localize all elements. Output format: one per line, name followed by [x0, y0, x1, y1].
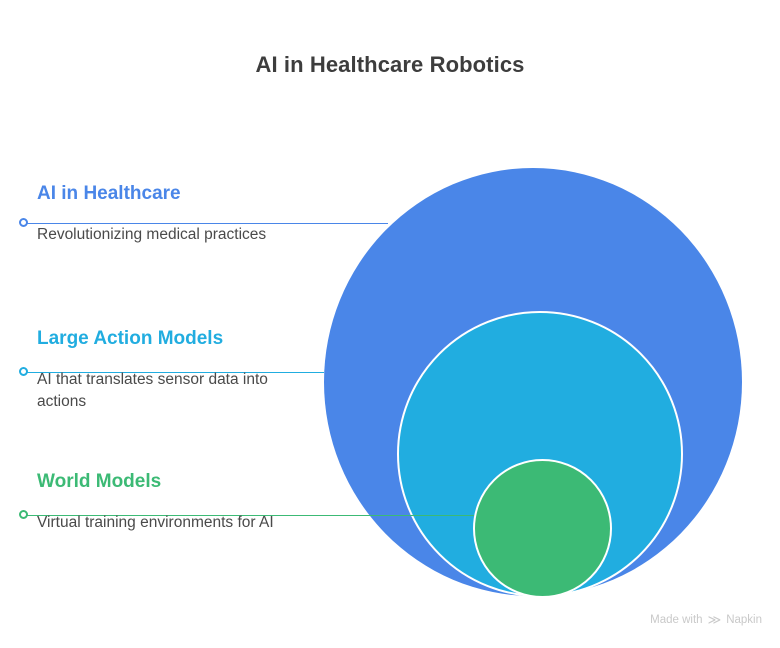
watermark-text: Made with: [650, 613, 703, 626]
label-heading-ai-in-healthcare: AI in Healthcare: [37, 183, 181, 204]
label-description-ai-in-healthcare: Revolutionizing medical practices: [37, 225, 267, 243]
watermark: Made with ≫ Napkin: [650, 613, 762, 626]
label-heading-world-models: World Models: [37, 471, 162, 492]
connector-line-world-models: [26, 515, 474, 516]
page-title: AI in Healthcare Robotics: [255, 52, 525, 77]
connector-line-ai-in-healthcare: [26, 223, 388, 224]
connector-line-large-action-models: [26, 372, 324, 373]
label-block-large-action-models: Large Action Models AI that translates s…: [37, 328, 307, 414]
label-block-world-models: World Models Virtual training environmen…: [37, 471, 307, 534]
connector-marker-large-action-models: [19, 367, 28, 376]
napkin-logo-icon: ≫: [707, 612, 722, 627]
label-block-ai-in-healthcare: AI in Healthcare Revolutionizing medical…: [37, 183, 307, 246]
label-heading-large-action-models: Large Action Models: [37, 328, 224, 349]
connector-marker-ai-in-healthcare: [19, 218, 28, 227]
connector-marker-world-models: [19, 510, 28, 519]
label-description-world-models: Virtual training environments for AI: [37, 513, 274, 531]
circle-world-models: [473, 459, 612, 598]
watermark-brand: Napkin: [726, 613, 762, 626]
label-description-large-action-models: AI that translates sensor data into acti…: [37, 370, 268, 411]
